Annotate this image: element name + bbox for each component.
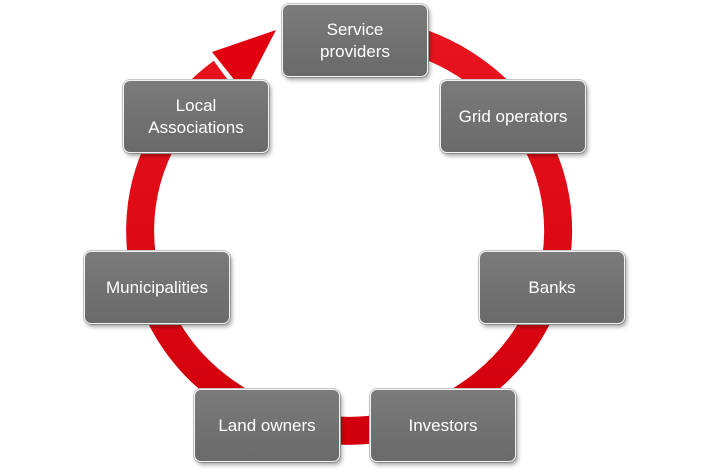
node-label-local-associations: Local Associations bbox=[148, 95, 244, 137]
cycle-arrowhead bbox=[212, 30, 276, 92]
node-label-municipalities: Municipalities bbox=[105, 277, 209, 297]
node-banks: Banks bbox=[479, 251, 625, 324]
node-service-providers: Service providers bbox=[282, 4, 428, 77]
node-investors: Investors bbox=[370, 389, 516, 462]
node-land-owners: Land owners bbox=[194, 389, 340, 462]
node-label-grid-operators: Grid operators bbox=[458, 106, 568, 126]
node-label-banks: Banks bbox=[528, 277, 576, 297]
node-local-associations: Local Associations bbox=[123, 80, 269, 153]
node-municipalities: Municipalities bbox=[84, 251, 230, 324]
node-label-service-providers: Service providers bbox=[320, 19, 390, 61]
node-label-land-owners: Land owners bbox=[218, 415, 316, 435]
node-grid-operators: Grid operators bbox=[440, 80, 586, 153]
node-label-investors: Investors bbox=[408, 415, 478, 435]
